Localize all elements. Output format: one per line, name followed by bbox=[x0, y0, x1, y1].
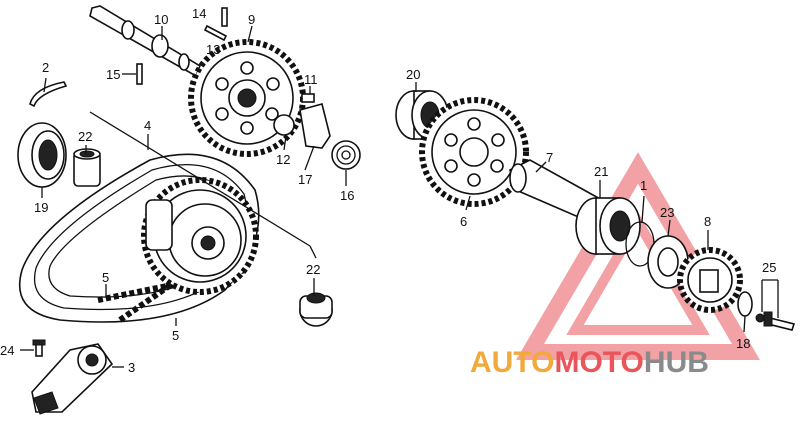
callout-24: 24 bbox=[0, 343, 14, 358]
watermark-auto: AUTO bbox=[470, 346, 554, 379]
callout-10: 10 bbox=[154, 12, 168, 27]
callout-14: 14 bbox=[192, 6, 206, 21]
bearing-21-part bbox=[575, 197, 641, 255]
bolt-25-part bbox=[763, 311, 796, 331]
callout-7: 7 bbox=[546, 150, 553, 165]
callout-16: 16 bbox=[340, 188, 354, 203]
seal-19-part bbox=[17, 122, 67, 188]
spring-16-part bbox=[331, 140, 361, 170]
watermark-moto: MOTO bbox=[554, 346, 643, 379]
pin-14-part bbox=[221, 7, 228, 27]
callout-21: 21 bbox=[594, 164, 608, 179]
shaft-part bbox=[89, 5, 201, 78]
gear-6-part bbox=[419, 97, 529, 207]
callout-12: 12 bbox=[276, 152, 290, 167]
callout-11: 11 bbox=[304, 72, 318, 87]
sprocket-8-part bbox=[677, 247, 743, 313]
callout-18: 18 bbox=[736, 336, 750, 351]
callout-20: 20 bbox=[406, 67, 420, 82]
tensioner-3-part bbox=[31, 343, 114, 415]
gear-9-part bbox=[188, 39, 306, 157]
sprocket-assembly-part bbox=[141, 177, 259, 295]
callout-23: 23 bbox=[660, 205, 674, 220]
callout-15: 15 bbox=[106, 67, 120, 82]
callout-8: 8 bbox=[704, 214, 711, 229]
callout-25: 25 bbox=[762, 260, 776, 275]
callout-5b: 5 bbox=[172, 328, 179, 343]
bearing-22b-part bbox=[299, 292, 333, 327]
callout-6: 6 bbox=[460, 214, 467, 229]
callout-9: 9 bbox=[248, 12, 255, 27]
leader-lines bbox=[20, 25, 779, 368]
svg-text:AUTOMOTOHUB: AUTOMOTOHUB bbox=[470, 346, 709, 379]
callout-3: 3 bbox=[128, 360, 135, 375]
callout-2: 2 bbox=[42, 60, 49, 75]
callout-13: 13 bbox=[206, 42, 220, 57]
pin-13-part bbox=[203, 24, 228, 42]
callout-22b: 22 bbox=[306, 262, 320, 277]
clip-2-part bbox=[29, 81, 68, 108]
callout-5a: 5 bbox=[102, 270, 109, 285]
watermark-text: AUTOMOTOHUB bbox=[470, 346, 709, 379]
callout-labels: 1 2 3 4 5 5 6 7 8 9 10 11 12 13 14 15 16… bbox=[0, 6, 776, 375]
callout-22a: 22 bbox=[78, 129, 92, 144]
callout-1: 1 bbox=[640, 178, 647, 193]
callout-19: 19 bbox=[34, 200, 48, 215]
bearing-22a-part bbox=[73, 148, 101, 187]
watermark-hub: HUB bbox=[644, 346, 709, 379]
arm-17-part bbox=[273, 93, 331, 149]
bolt-24-part bbox=[32, 339, 46, 357]
callout-17: 17 bbox=[298, 172, 312, 187]
callout-4: 4 bbox=[144, 118, 151, 133]
pin-15-part bbox=[136, 63, 143, 85]
washer-18-part bbox=[737, 291, 765, 323]
